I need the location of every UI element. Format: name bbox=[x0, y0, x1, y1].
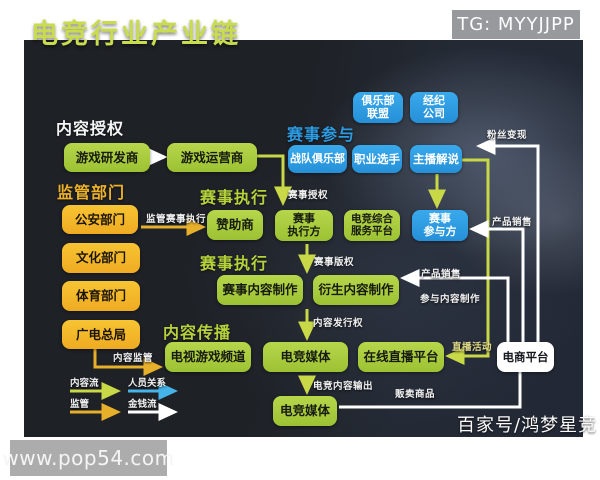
section-header-regulators: 监管部门 bbox=[57, 183, 126, 202]
node-label: 广电总局 bbox=[75, 326, 126, 342]
node-derivative-content-production: 衍生内容制作 bbox=[313, 275, 399, 305]
node-game-operator: 游戏运营商 bbox=[167, 143, 257, 172]
node-public-security-dept: 公安部门 bbox=[62, 205, 138, 234]
node-club-alliance: 俱乐部联盟 bbox=[353, 92, 403, 123]
node-label: 电商平台 bbox=[502, 349, 549, 364]
node-broadcast-bureau: 广电总局 bbox=[62, 320, 140, 349]
node-agency-company: 经纪公司 bbox=[410, 92, 458, 123]
node-culture-dept: 文化部门 bbox=[62, 243, 140, 273]
section-header-content-distribution: 内容传播 bbox=[163, 323, 232, 342]
node-label: 文化部门 bbox=[75, 250, 126, 265]
node-esports-media-2: 电竞媒体 bbox=[273, 396, 337, 426]
node-label: 执行方 bbox=[287, 224, 321, 238]
flow-label-content-publish-right: 内容发行权 bbox=[313, 318, 364, 329]
node-label: 公安部门 bbox=[74, 211, 125, 227]
node-esports-media: 电竞媒体 bbox=[263, 342, 348, 372]
node-label: 赛事 bbox=[293, 212, 315, 226]
tg-watermark-banner: TG: MYYJJPP bbox=[452, 10, 580, 39]
section-header-event-execution-2: 赛事执行 bbox=[200, 254, 269, 273]
flow-label-live-activity: 直播活动 bbox=[452, 342, 493, 353]
flow-label-product-sales-1: 产品销售 bbox=[492, 217, 533, 228]
flow-label-esports-content-output: 电竞内容输出 bbox=[313, 381, 374, 392]
node-event-participant: 赛事参与方 bbox=[412, 210, 468, 241]
node-label: 主播解说 bbox=[413, 151, 459, 166]
flow-label-join-content-production: 参与内容制作 bbox=[420, 294, 481, 305]
node-label: 联盟 bbox=[367, 106, 389, 120]
flow-label-fan-monetization: 粉丝变现 bbox=[487, 130, 528, 141]
section-header-event-participation: 赛事参与 bbox=[287, 125, 356, 144]
legend-label-content-flow: 内容流 bbox=[70, 378, 99, 389]
node-tv-game-channel: 电视游戏频道 bbox=[165, 342, 251, 372]
node-label: 电视游戏频道 bbox=[170, 349, 246, 364]
site-watermark: www.pop54.com bbox=[2, 440, 174, 476]
node-label: 体育部门 bbox=[75, 288, 126, 303]
flow-label-event-licensing: 赛事授权 bbox=[288, 190, 329, 201]
node-esports-service-platform: 电竞综合服务平台 bbox=[344, 210, 400, 241]
node-event-content-production: 赛事内容制作 bbox=[217, 275, 303, 305]
legend-label-money-flow: 金钱流 bbox=[128, 399, 157, 410]
node-label: 经纪 bbox=[423, 94, 445, 108]
node-event-executor: 赛事执行方 bbox=[275, 210, 333, 241]
node-label: 战队俱乐部 bbox=[290, 151, 345, 165]
node-label: 赛事内容制作 bbox=[222, 282, 298, 297]
node-label: 电竞综合 bbox=[351, 212, 393, 225]
node-label: 电竞媒体 bbox=[279, 403, 330, 418]
flow-label-content-regulation: 内容监管 bbox=[113, 353, 154, 364]
node-label: 服务平台 bbox=[351, 224, 393, 237]
legend-label-people-rel: 人员关系 bbox=[128, 378, 167, 389]
node-label: 参与方 bbox=[423, 224, 457, 238]
author-credit: 百家号/鸿梦星竞 bbox=[457, 415, 598, 436]
node-game-developer: 游戏研发商 bbox=[64, 143, 150, 172]
node-online-streaming-platform: 在线直播平台 bbox=[358, 342, 444, 372]
flow-label-sell-goods: 贩卖商品 bbox=[395, 389, 436, 400]
node-label: 俱乐部 bbox=[361, 94, 395, 108]
legend-label-regulation: 监管 bbox=[70, 399, 90, 410]
section-header-event-execution-1: 赛事执行 bbox=[200, 188, 269, 207]
node-label: 游戏研发商 bbox=[75, 149, 139, 165]
node-label: 赞助商 bbox=[216, 217, 254, 232]
flow-label-regulate-event-exec: 监管赛事执行 bbox=[146, 214, 207, 225]
node-label: 电竞媒体 bbox=[280, 349, 331, 364]
node-sponsor: 赞助商 bbox=[207, 210, 263, 240]
node-sports-dept: 体育部门 bbox=[62, 281, 140, 311]
section-header-content-licensing: 内容授权 bbox=[56, 119, 125, 138]
node-pro-player: 职业选手 bbox=[352, 145, 402, 173]
node-label: 职业选手 bbox=[354, 151, 400, 166]
node-streamer-caster: 主播解说 bbox=[410, 145, 462, 173]
node-ecommerce-platform: 电商平台 bbox=[497, 342, 554, 372]
node-label: 公司 bbox=[423, 106, 445, 120]
node-label: 游戏运营商 bbox=[180, 149, 244, 165]
flow-label-event-copyright: 赛事版权 bbox=[314, 257, 355, 268]
flow-label-product-sales-2: 产品销售 bbox=[421, 269, 462, 280]
node-label: 赛事 bbox=[429, 212, 451, 226]
page-title: 电竞行业产业链 bbox=[31, 19, 241, 50]
node-label: 在线直播平台 bbox=[363, 349, 439, 364]
node-label: 衍生内容制作 bbox=[318, 282, 394, 297]
node-team-club: 战队俱乐部 bbox=[288, 145, 347, 173]
